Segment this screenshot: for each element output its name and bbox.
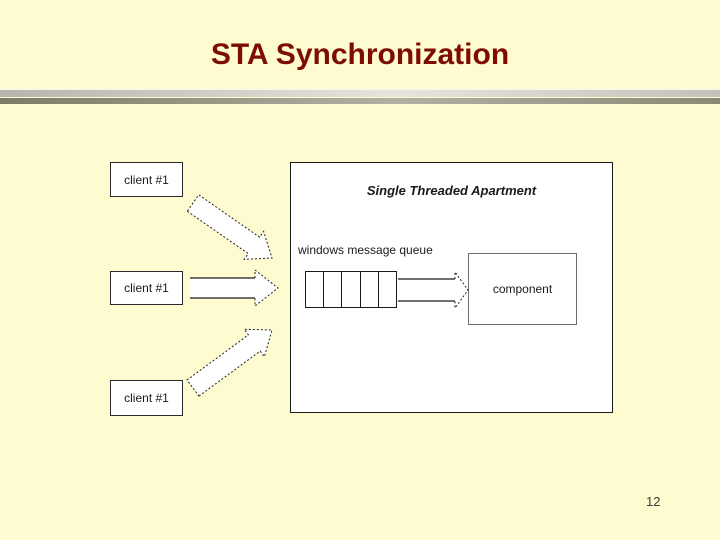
queue-cell (361, 272, 379, 307)
arrow-client2-to-sta-icon (190, 268, 279, 308)
client-box-3: client #1 (110, 380, 183, 416)
sta-apartment-label: Single Threaded Apartment (366, 183, 537, 198)
client-box-2: client #1 (110, 271, 183, 305)
queue-cell (342, 272, 361, 307)
queue-cell (379, 272, 396, 307)
component-box: component (468, 253, 577, 325)
arrow-client1-to-sta-icon (186, 194, 273, 260)
client-box-1-label: client #1 (124, 172, 169, 187)
message-queue (305, 271, 397, 308)
component-label: component (492, 282, 553, 296)
slide-title: STA Synchronization (210, 38, 510, 71)
client-box-1: client #1 (110, 162, 183, 197)
queue-cell (324, 272, 343, 307)
divider-bar-dark (0, 98, 720, 104)
divider-bar-light (0, 89, 720, 97)
message-queue-label: windows message queue (298, 243, 433, 257)
arrow-client3-to-sta-icon (186, 328, 273, 397)
client-box-3-label: client #1 (124, 391, 169, 405)
page-number: 12 (646, 494, 661, 509)
client-box-2-label: client #1 (124, 281, 169, 295)
queue-cell (306, 272, 325, 307)
